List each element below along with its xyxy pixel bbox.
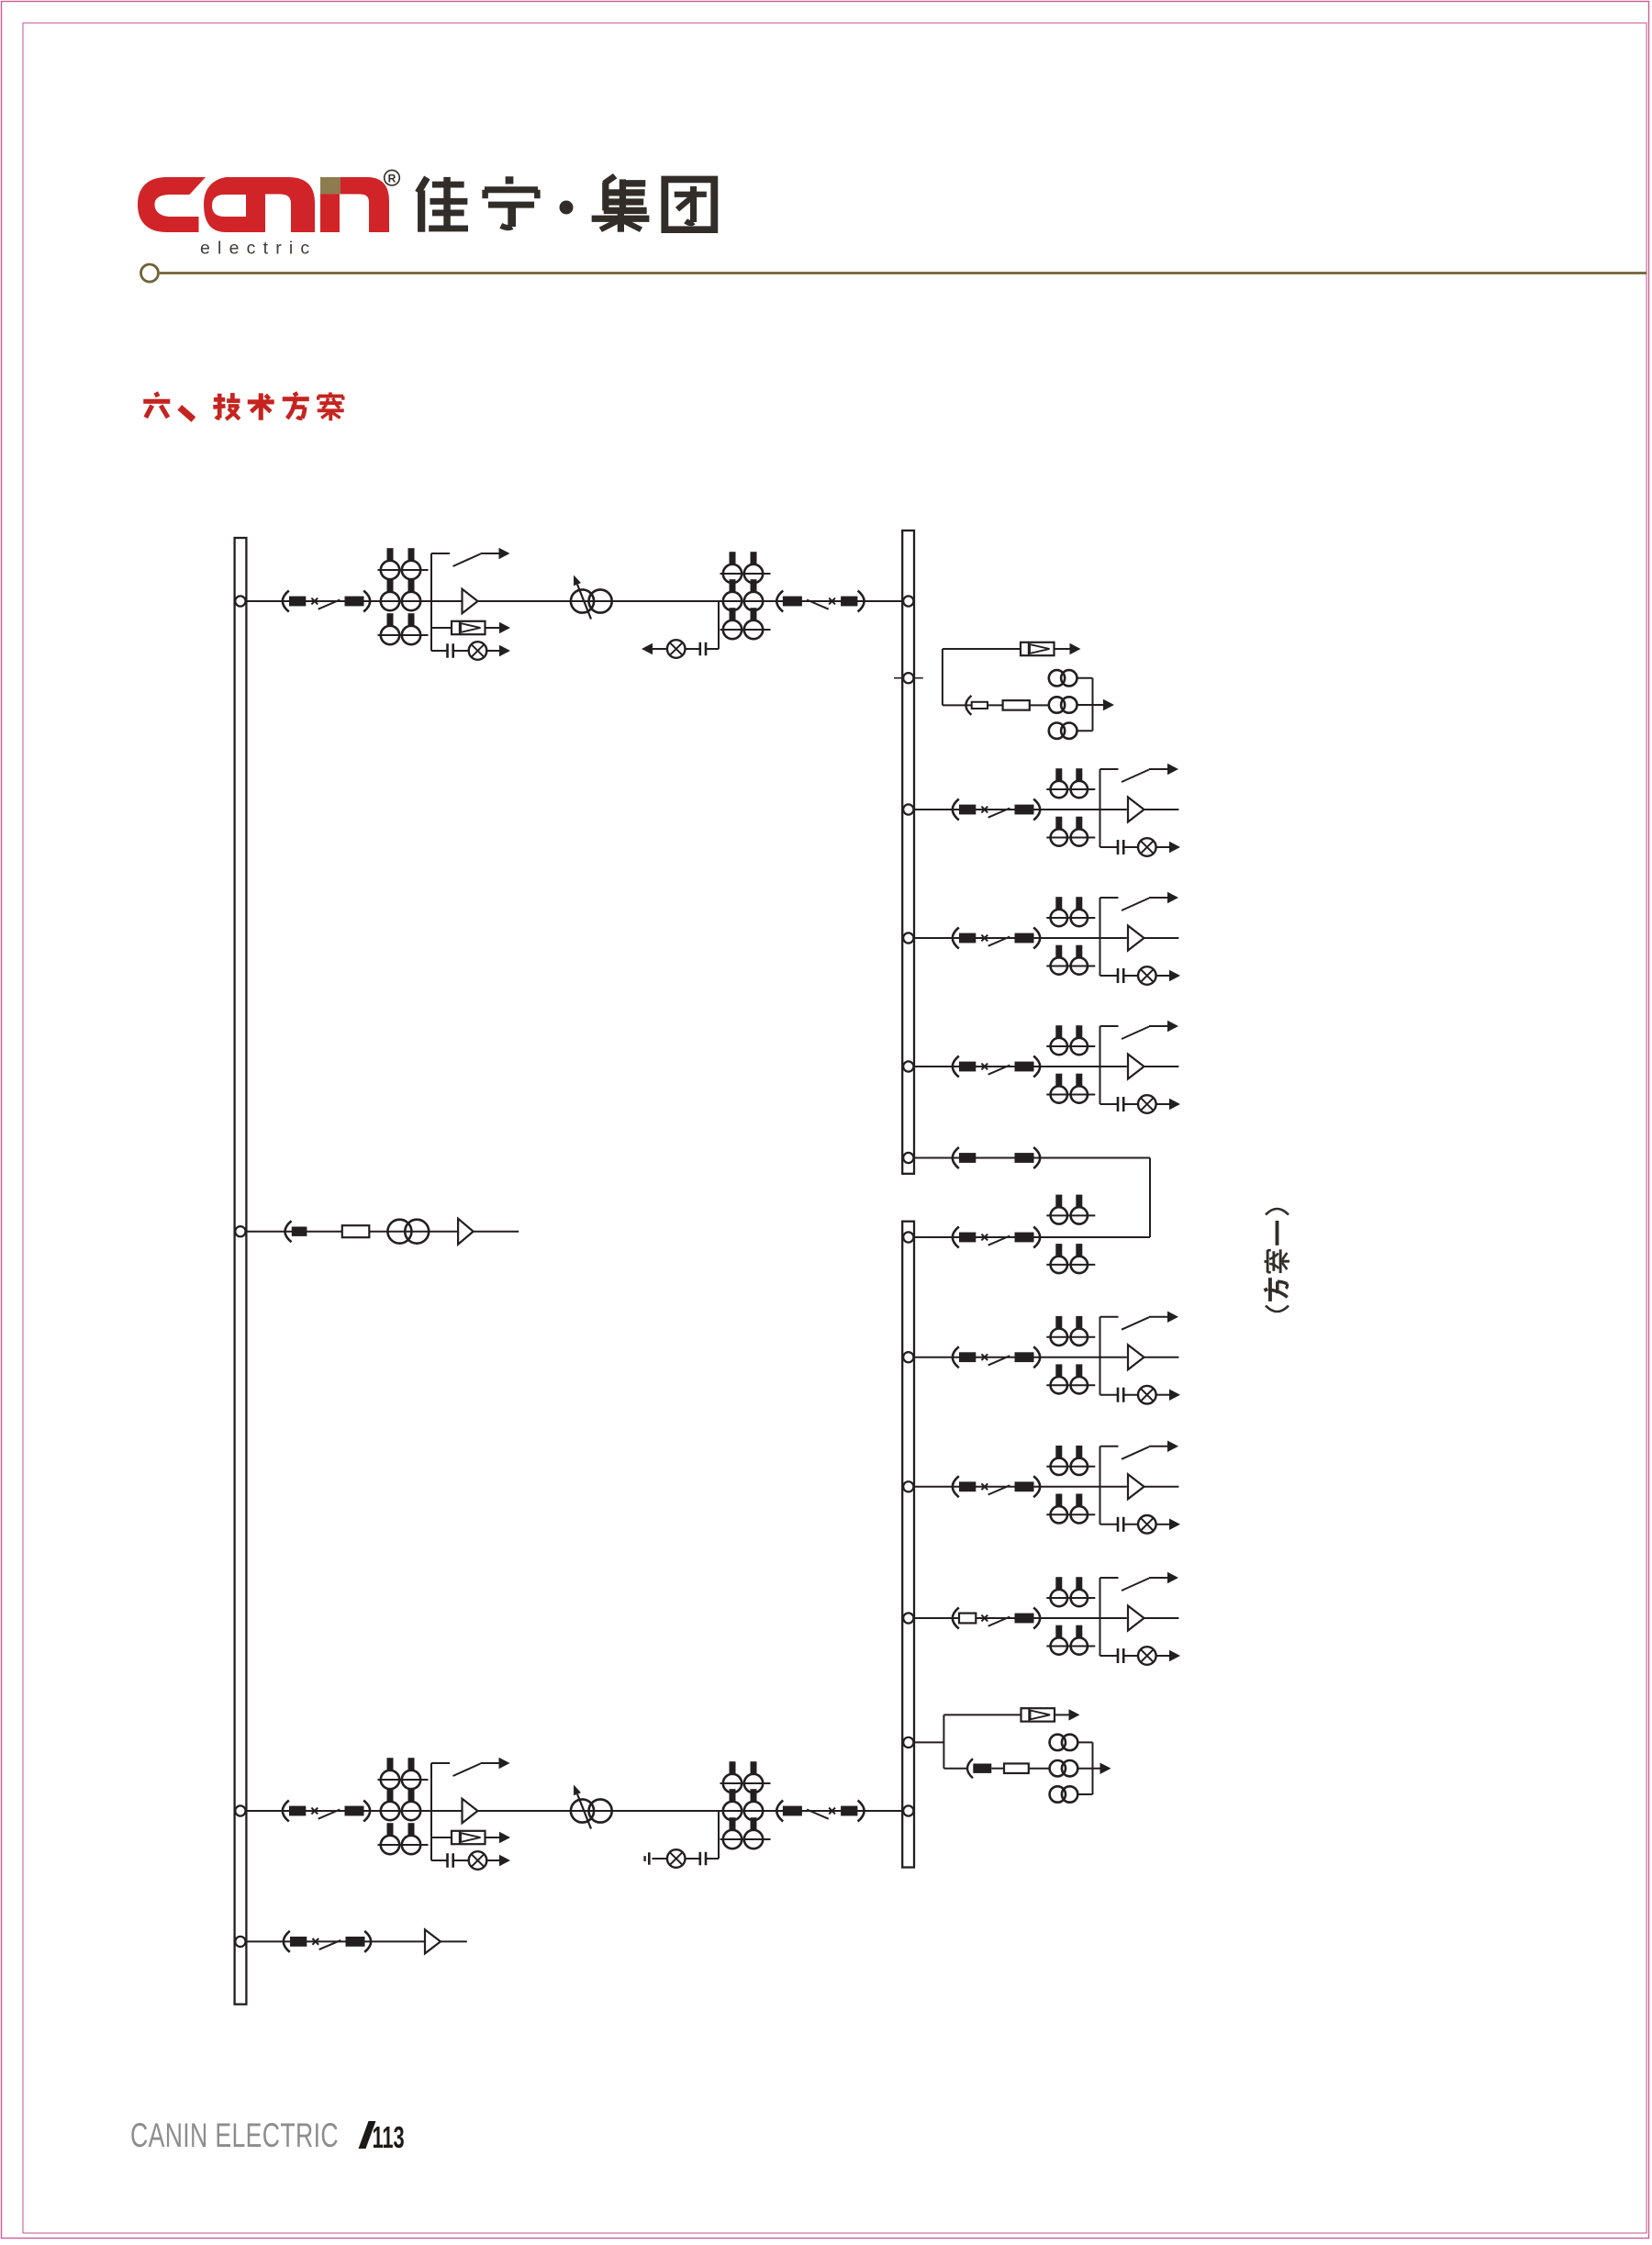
svg-text:R: R (388, 172, 396, 184)
svg-text:113: 113 (373, 2120, 405, 2154)
svg-text:electric: electric (200, 239, 317, 259)
svg-text:CANIN ELECTRIC: CANIN ELECTRIC (130, 2117, 339, 2154)
